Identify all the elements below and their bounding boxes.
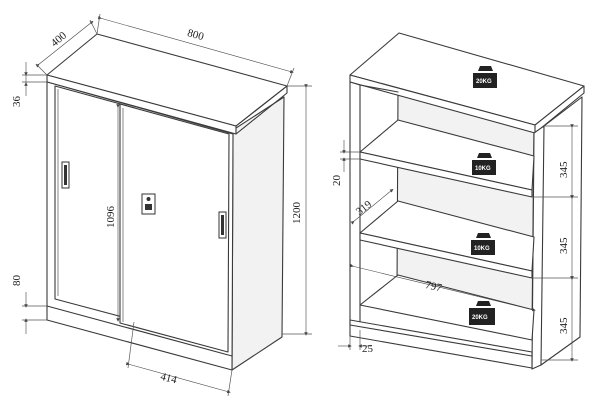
door-handle-right — [218, 211, 227, 239]
dim-top-thickness-label: 36 — [11, 96, 23, 108]
svg-text:20KG: 20KG — [476, 79, 492, 85]
weight-badge-shelf-2: 10KG — [471, 233, 495, 255]
dim-gap-top-label: 345 — [558, 161, 570, 178]
sliding-door-right — [119, 103, 230, 353]
dim-gap-middle-label: 345 — [558, 237, 570, 254]
dim-width-label: 800 — [186, 27, 206, 43]
dim-door-width-label: 414 — [159, 371, 178, 387]
dim-shelf-thickness-label: 20 — [331, 175, 343, 187]
left-cabinet-side-panel — [231, 96, 285, 371]
dim-inner-width-label: 797 — [424, 279, 443, 295]
svg-text:10KG: 10KG — [475, 166, 491, 172]
svg-text:10KG: 10KG — [474, 246, 490, 252]
svg-text:20KG: 20KG — [472, 315, 488, 321]
dim-gap-bottom-label: 345 — [558, 317, 570, 334]
lock-icon — [141, 193, 156, 215]
weight-badge-top: 20KG — [473, 66, 497, 88]
dim-door-height-label: 1096 — [105, 206, 117, 229]
right-cabinet: 20KG 10KG 10KG 20KG 20 319 797 — [331, 32, 585, 370]
dim-total-height-label: 1200 — [291, 202, 303, 225]
dim-plinth-label: 80 — [11, 275, 23, 287]
weight-badge-shelf-1: 10KG — [472, 153, 496, 175]
dim-depth-label: 400 — [49, 29, 70, 49]
dim-side-offset-label: 25 — [362, 343, 374, 355]
door-handle-left — [61, 161, 70, 189]
left-cabinet: 400 800 36 1096 1200 80 414 — [11, 13, 312, 397]
